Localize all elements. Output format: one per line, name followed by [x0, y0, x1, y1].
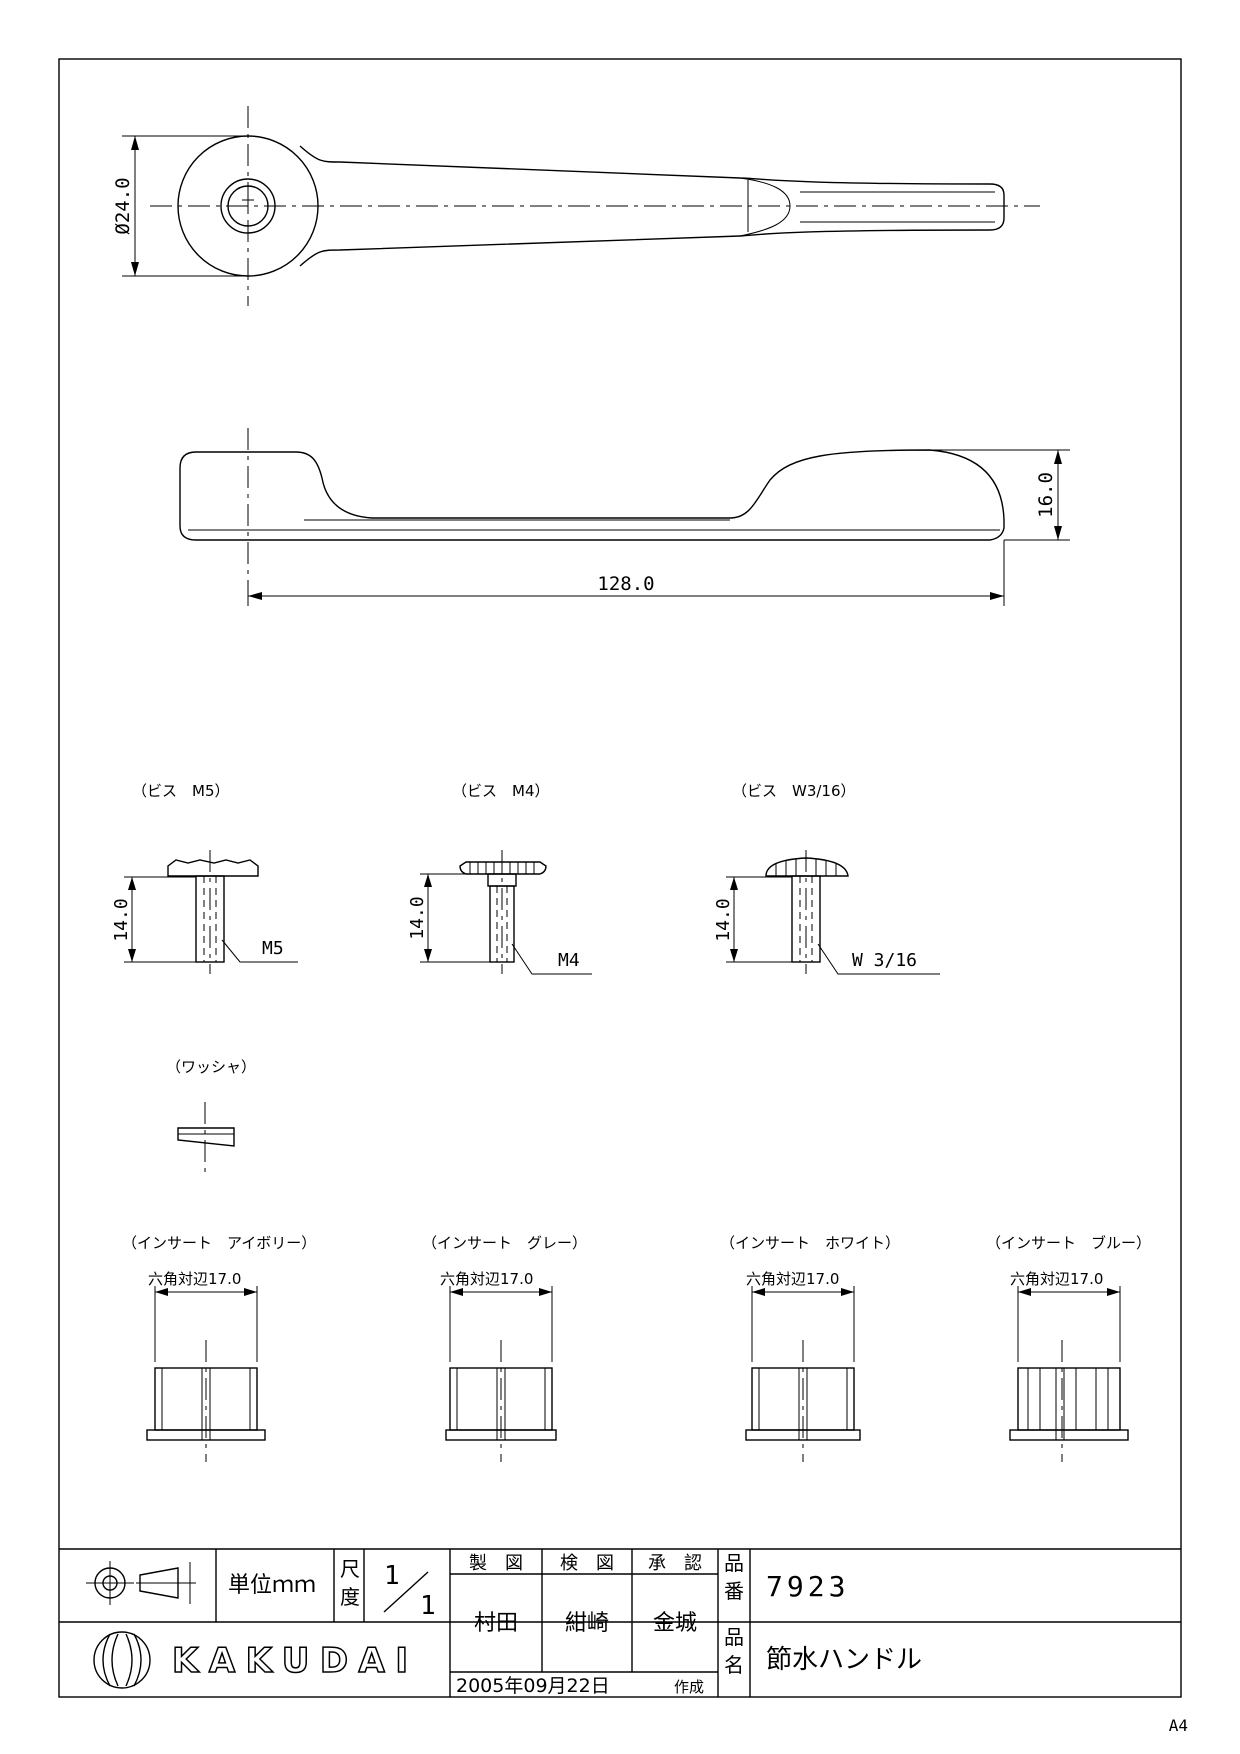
insert-grey-title: （インサート グレー）: [422, 1234, 587, 1252]
part-no-label-2: 番: [724, 1579, 744, 1603]
approved-label: 承 認: [648, 1553, 702, 1574]
screw-m4-dim: 14.0: [407, 896, 428, 939]
insert-ivory-title: （インサート アイボリー）: [122, 1234, 316, 1252]
screw-m4-thread: M4: [558, 950, 580, 971]
sheet-size-label: A4: [1168, 1716, 1188, 1735]
side-view: 16.0 128.0: [179, 428, 1070, 606]
screw-m4: （ビス M4） 14.0 M4: [407, 782, 592, 975]
insert-grey: （インサート グレー） 六角対辺17.0: [422, 1234, 587, 1462]
drawn-by: 村田: [474, 1611, 518, 1636]
brand-name: KAKUDAI: [172, 1641, 410, 1681]
drawn-label: 製 図: [469, 1553, 523, 1574]
insert-grey-dim: 六角対辺17.0: [440, 1270, 533, 1288]
washer-title: （ワッシャ）: [166, 1058, 256, 1076]
date-suffix: 作成: [674, 1678, 704, 1696]
checked-label: 検 図: [560, 1553, 614, 1574]
insert-white-title: （インサート ホワイト）: [720, 1234, 900, 1252]
scale-numerator: 1: [384, 1561, 400, 1591]
kakudai-logo: KAKUDAI: [93, 1631, 410, 1689]
part-name: 節水ハンドル: [766, 1645, 922, 1675]
dim-length-label: 128.0: [597, 573, 654, 595]
insert-ivory: （インサート アイボリー） 六角対辺17.0: [122, 1234, 316, 1462]
screw-m5-title: （ビス M5）: [132, 782, 230, 800]
insert-blue: （インサート ブルー） 六角対辺17.0: [986, 1234, 1151, 1462]
top-view: Ø24.0: [112, 106, 1040, 306]
unit-label: 単位ｍｍ: [228, 1573, 316, 1598]
part-no-label-1: 品: [724, 1551, 744, 1575]
insert-white: （インサート ホワイト） 六角対辺17.0: [720, 1234, 900, 1462]
insert-white-dim: 六角対辺17.0: [746, 1270, 839, 1288]
screw-m5-dim: 14.0: [111, 898, 132, 941]
insert-ivory-dim: 六角対辺17.0: [148, 1270, 241, 1288]
date-text: 2005年09月22日: [456, 1675, 610, 1697]
part-name-label-1: 品: [724, 1625, 744, 1649]
screw-w316-title: （ビス W3/16）: [732, 782, 856, 800]
screw-m5-thread: M5: [262, 938, 284, 959]
part-name-label-2: 名: [724, 1653, 744, 1677]
scale-denominator: 1: [420, 1591, 436, 1621]
dim-height-label: 16.0: [1035, 472, 1057, 518]
approved-by: 金城: [653, 1611, 697, 1636]
checked-by: 紺崎: [565, 1611, 609, 1636]
scale-label-1: 尺: [340, 1557, 360, 1581]
screw-w316: （ビス W3/16） 14.0 W 3/16: [713, 782, 940, 975]
screw-m4-title: （ビス M4）: [452, 782, 550, 800]
projection-symbol-icon: [86, 1561, 196, 1605]
screw-m5: （ビス M5） 14.0 M5: [111, 782, 298, 974]
insert-blue-title: （インサート ブルー）: [986, 1234, 1151, 1252]
part-number: 7923: [766, 1570, 849, 1603]
washer: （ワッシャ）: [166, 1058, 256, 1172]
screw-w316-thread: W 3/16: [852, 950, 917, 971]
side-profile-outline: [179, 449, 1005, 541]
dim-diameter-label: Ø24.0: [112, 177, 134, 234]
scale-label-2: 度: [340, 1585, 360, 1609]
insert-blue-dim: 六角対辺17.0: [1010, 1270, 1103, 1288]
drawing-border: [58, 58, 1182, 1698]
title-block: 単位ｍｍ 尺 度 1 1 製 図 検 図 承 認 村田 紺崎 金城 2005年0…: [59, 1548, 1181, 1697]
screw-w316-dim: 14.0: [713, 898, 734, 941]
